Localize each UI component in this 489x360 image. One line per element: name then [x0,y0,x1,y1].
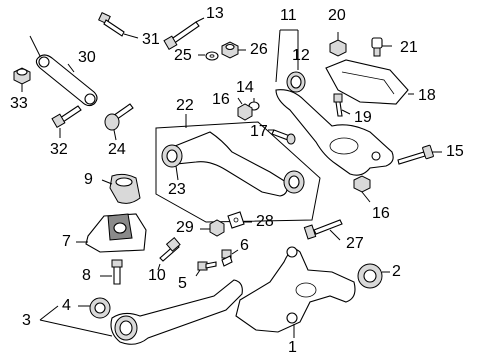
part-bolt-10 [157,237,181,271]
callout-leads [29,35,274,131]
callout-32: 32 [50,141,68,158]
part-upper-control-arm-11 [275,89,394,176]
part-bushing-2 [357,263,390,289]
callout-26: 26 [250,41,268,58]
callout-9: 9 [84,171,93,188]
part-nut-16-right [353,175,371,203]
part-long-bolt-15 [397,144,442,165]
callout-29: 29 [176,219,194,236]
callout-16-top: 16 [212,91,230,108]
part-nut-26 [221,41,246,59]
callout-20: 20 [328,7,346,24]
callout-11-bracket [275,29,299,83]
callout-1: 1 [288,339,297,356]
callout-14: 14 [236,79,254,96]
part-nut-33 [13,67,31,92]
callout-30: 30 [78,49,96,66]
part-bracket-7 [76,213,147,253]
callout-28: 28 [256,213,274,230]
part-nut-20 [329,32,347,57]
callout-11: 11 [280,7,297,24]
callout-21: 21 [400,39,418,56]
part-lateral-link-22 [161,131,305,197]
callout-17: 17 [250,123,268,140]
callout-7: 7 [62,233,71,250]
callout-27: 27 [346,235,364,252]
callout-13: 13 [206,5,224,22]
callout-22: 22 [176,97,194,114]
callout-24: 24 [108,141,126,158]
callout-2: 2 [392,263,401,280]
assembly-22-box [155,114,321,223]
callout-31: 31 [142,31,160,48]
part-knuckle-1 [235,246,356,338]
callout-4: 4 [62,297,71,314]
callout-6: 6 [240,237,249,254]
callout-3: 3 [22,312,31,329]
callout-25: 25 [174,47,192,64]
part-spring-seat-18 [325,59,414,105]
callout-16-right: 16 [372,205,390,222]
callout-8: 8 [82,267,91,284]
part-nut-29 [200,219,225,237]
callout-18: 18 [418,87,436,104]
callout-3-bracket [39,305,113,337]
part-bolt-5 [195,261,217,277]
callout-10: 10 [148,267,166,284]
part-bolt-17 [271,129,296,145]
part-plate-28 [227,211,252,229]
callout-33: 33 [10,95,28,112]
callout-19: 19 [354,109,372,126]
callout-12: 12 [292,47,310,64]
part-link-arm-30 [35,54,98,107]
part-bolt-32 [51,105,82,138]
callout-5: 5 [178,275,187,292]
part-bushing-24 [104,103,134,141]
part-clip-21 [371,37,392,57]
part-bolt-8 [100,259,123,285]
part-bolt-13 [163,17,205,51]
part-bolt-19 [333,93,351,117]
part-bolt-6 [221,249,239,267]
part-bushing-4 [78,297,111,319]
callout-15: 15 [446,143,464,160]
part-isolator-9 [101,173,141,204]
part-long-bolt-27 [303,219,343,241]
part-nut-16-top [237,103,253,121]
part-bolt-31 [98,12,139,39]
callout-23: 23 [168,181,186,198]
part-trailing-arm-3 [110,279,243,345]
part-bushing-12 [286,71,306,93]
part-washer-25 [198,51,219,61]
